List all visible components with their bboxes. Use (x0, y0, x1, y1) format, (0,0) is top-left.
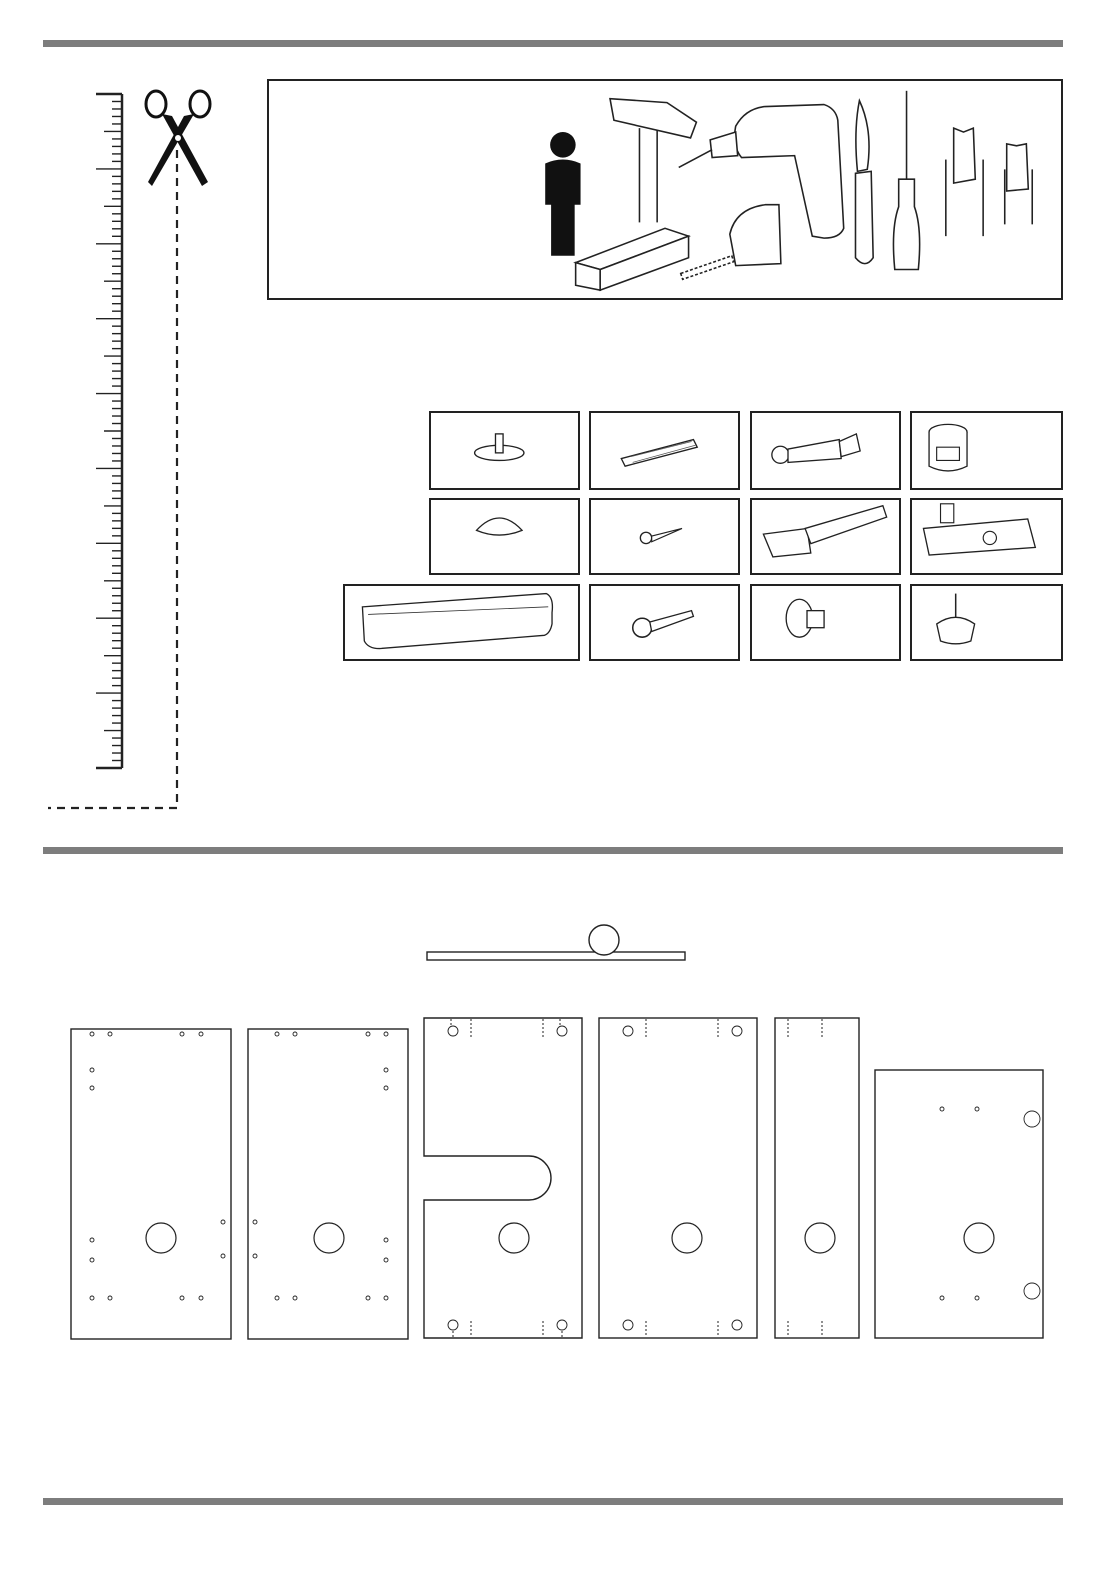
hardware-knob (750, 584, 901, 661)
top-divider (43, 40, 1063, 47)
bottom-divider (43, 1498, 1063, 1505)
door-panel (874, 1069, 1046, 1342)
long-screw-icon (591, 586, 738, 659)
wood-block-icon (576, 228, 689, 290)
knob-icon (752, 586, 899, 659)
cam-bolt-icon (752, 413, 899, 488)
wooden-dowel-icon (591, 413, 738, 488)
phillips-bit-icon (946, 128, 983, 236)
screwdriver-icon (893, 91, 919, 270)
ruler-icon (40, 80, 240, 820)
narrow-panel (774, 1017, 862, 1342)
shelf-panel-icon (426, 922, 688, 964)
nail-glide-icon (912, 586, 1061, 659)
person-icon (545, 132, 580, 256)
hardware-cam-lock (910, 411, 1063, 490)
cam-lock-icon (912, 413, 1061, 488)
hardware-small-screw (589, 498, 740, 575)
middle-panel-cutout (423, 1017, 585, 1342)
hardware-handle (343, 584, 580, 661)
hardware-cam-bolt (750, 411, 901, 490)
tools-panel (267, 79, 1063, 300)
hardware-screw-cap (429, 498, 580, 575)
tape-measure-icon (681, 205, 781, 280)
hardware-wooden-dowel (589, 411, 740, 490)
hinge-mounting-plate-icon (912, 500, 1061, 573)
hardware-cabinet-hinge (750, 498, 901, 575)
screw-cap-icon (431, 500, 578, 573)
hardware-hinge-mounting-plate (910, 498, 1063, 575)
knife-icon (855, 101, 873, 264)
middle-divider (43, 847, 1063, 854)
flat-bit-icon (1005, 144, 1032, 225)
hardware-long-screw (589, 584, 740, 661)
hardware-nail-glide (910, 584, 1063, 661)
side-panel-right (247, 1028, 410, 1342)
handle-icon (345, 586, 578, 659)
tools-illustration (269, 81, 1061, 298)
cabinet-hinge-icon (752, 500, 899, 573)
hardware-shelf-support-pin (429, 411, 580, 490)
scissors-icon (138, 86, 218, 191)
top-bottom-panel (598, 1017, 760, 1342)
small-screw-icon (591, 500, 738, 573)
shelf-support-pin-icon (431, 413, 578, 488)
hammer-icon (610, 99, 696, 223)
side-panel-left (70, 1028, 233, 1342)
